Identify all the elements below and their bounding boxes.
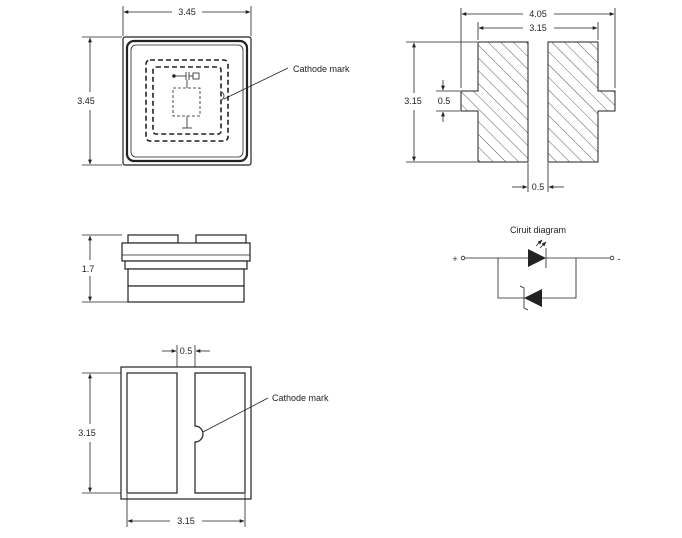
- anode-pad: [460, 41, 529, 163]
- top-package-outline: [122, 36, 252, 166]
- side-left-lug: [127, 234, 179, 244]
- pad-tab-dimension: 0.5: [436, 80, 460, 122]
- chip-symbol: [172, 72, 201, 129]
- side-ring-section: [124, 260, 248, 270]
- pad-height-label: 3.15: [404, 96, 422, 106]
- bottom-gap-label: 0.5: [180, 346, 193, 356]
- bottom-cathode-leader: [202, 397, 269, 433]
- plus-terminal: [460, 255, 466, 261]
- top-cathode-label: Cathode mark: [293, 64, 350, 74]
- pad-tab-label: 0.5: [438, 96, 451, 106]
- top-cathode-notch: [221, 91, 225, 101]
- bottom-width-label: 3.15: [177, 516, 195, 526]
- bottom-cathode-label: Cathode mark: [272, 393, 329, 403]
- pad-gap-dimension: 0.5: [512, 163, 564, 192]
- pad-inner-width-dimension: 3.15: [477, 22, 599, 40]
- side-base-section: [127, 285, 245, 303]
- circuit-diagram: Ciruit diagram + -: [452, 225, 621, 311]
- pad-inner-width-label: 3.15: [529, 23, 547, 33]
- pad-total-width-dimension: 4.05: [460, 8, 616, 88]
- minus-terminal: [609, 255, 615, 261]
- pad-layout-view: 4.05 3.15 3.15 0.5: [404, 8, 616, 192]
- bottom-height-label: 3.15: [78, 428, 96, 438]
- side-lens-section: [121, 242, 251, 262]
- side-height-dimension: 1.7: [82, 234, 128, 303]
- led-diode-symbol: [528, 239, 547, 268]
- side-view: 1.7: [82, 234, 251, 303]
- pad-gap-label: 0.5: [532, 182, 545, 192]
- circuit-minus-label: -: [618, 254, 621, 264]
- pad-total-width-label: 4.05: [529, 9, 547, 19]
- bottom-width-dimension: 3.15: [126, 494, 246, 527]
- bottom-anode-pad: [126, 372, 178, 494]
- top-height-label: 3.45: [77, 96, 95, 106]
- bottom-height-dimension: 3.15: [78, 372, 121, 494]
- cathode-pad: [547, 41, 616, 163]
- top-lens-inner: [130, 44, 244, 158]
- side-height-label: 1.7: [82, 264, 95, 274]
- top-width-label: 3.45: [178, 7, 196, 17]
- bottom-view: 0.5 3.15 Cathode mark 3.15: [78, 345, 329, 527]
- pad-height-dimension: 3.15: [404, 41, 477, 163]
- side-body-section: [127, 268, 245, 287]
- top-cathode-leader: [223, 67, 289, 100]
- top-die-outer-dash: [145, 59, 229, 142]
- top-height-dimension: 3.45: [77, 36, 122, 166]
- bottom-cathode-pad: [194, 372, 246, 494]
- top-view: 3.45 3.45: [77, 6, 350, 166]
- side-right-lug: [195, 234, 247, 244]
- circuit-plus-label: +: [452, 254, 457, 264]
- zener-diode-symbol: [519, 285, 542, 311]
- top-die-inner-dash: [152, 66, 222, 135]
- top-lens-rim: [125, 39, 249, 163]
- circuit-title: Ciruit diagram: [510, 225, 566, 235]
- top-width-dimension: 3.45: [122, 6, 252, 36]
